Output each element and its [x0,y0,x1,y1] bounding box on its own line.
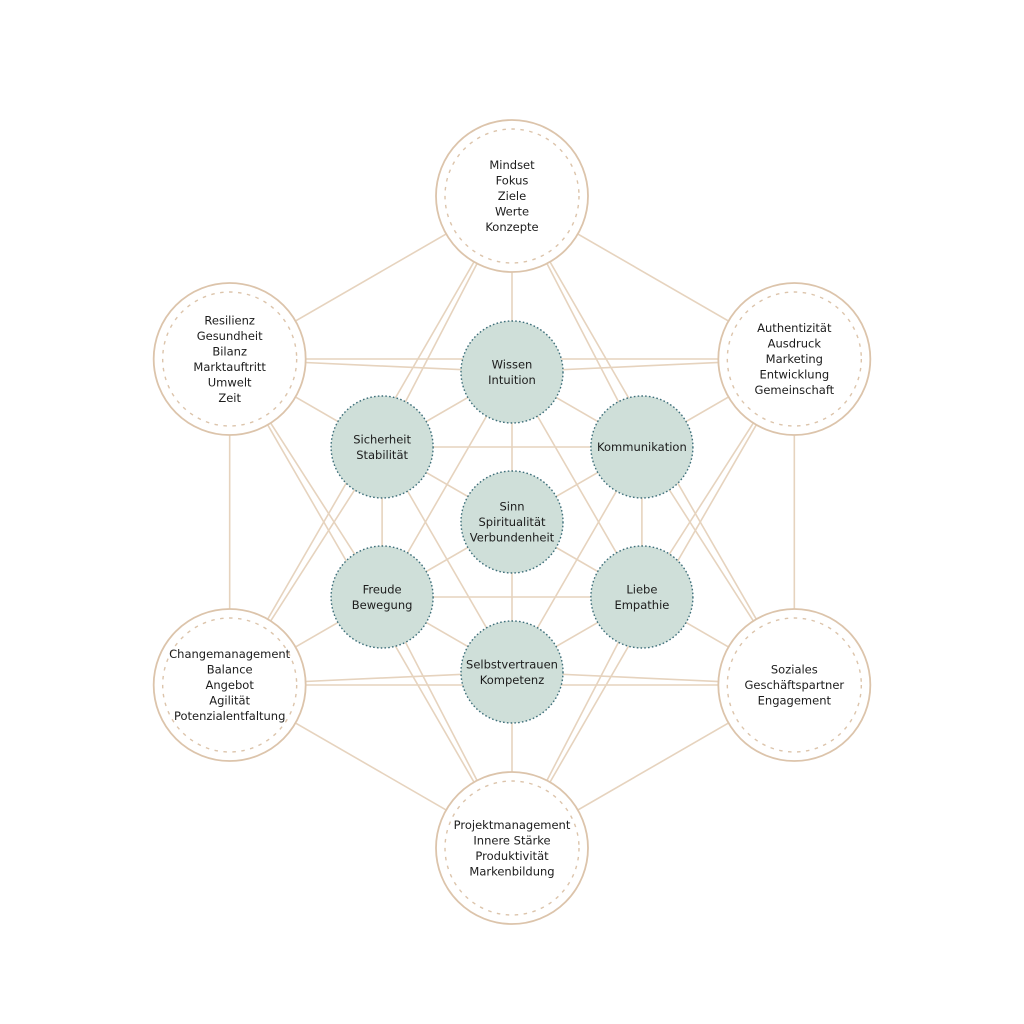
outer-node-top-label: Konzepte [485,220,538,234]
inner-node-upper-right-label: Kommunikation [597,440,687,454]
outer-node-lower-left-label: Balance [207,663,253,677]
outer-node-upper-left: ResilienzGesundheitBilanzMarktauftrittUm… [152,282,307,436]
inner-node-bottom-label: Kompetenz [480,673,545,687]
outer-node-lower-left-label: Agilität [209,694,250,708]
inner-node-center-label: Verbundenheit [470,531,555,545]
outer-node-ring [717,282,872,436]
inner-node-lower-right-label: Empathie [614,598,669,612]
outer-node-ring [717,608,872,762]
outer-node-top-label: Werte [495,205,529,219]
outer-node-ring [152,608,307,762]
outer-node-dashed-ring [726,617,863,753]
outer-node-top-label: Ziele [498,189,526,203]
inner-node-bottom-label: Selbstvertrauen [466,657,558,671]
outer-node-bottom-label: Markenbildung [469,864,554,878]
inner-node-upper-left-label: Stabilität [356,448,408,462]
outer-node-dashed-ring [726,291,863,427]
outer-node-lower-left-label: Angebot [205,678,254,692]
inner-node-circle [330,545,434,649]
outer-node-lower-right-label: Engagement [758,694,832,708]
inner-node-center-label: Spiritualität [478,515,546,529]
outer-node-lower-left-label: Changemanagement [169,647,291,661]
inner-node-upper-right: Kommunikation [590,395,694,499]
outer-node-dashed-ring [444,128,580,264]
outer-node-upper-left-label: Bilanz [212,344,247,358]
outer-node-bottom-label: Projektmanagement [454,818,571,832]
inner-node-lower-left-label: Freude [363,582,402,596]
outer-node-upper-right-label: Entwicklung [759,368,829,382]
inner-node-circle [460,620,564,724]
outer-node-lower-left-label: Potenzialentfaltung [174,709,285,723]
outer-node-top-label: Fokus [496,174,529,188]
inner-node-upper-left-label: Sicherheit [353,432,411,446]
outer-node-top-label: Mindset [489,158,535,172]
outer-node-dashed-ring [161,291,298,427]
outer-node-upper-right-label: Marketing [766,352,823,366]
outer-node-upper-right: AuthentizitätAusdruckMarketingEntwicklun… [717,282,872,436]
outer-node-upper-left-label: Zeit [218,391,241,405]
outer-node-ring [152,282,307,436]
inner-node-top-label: Intuition [488,373,536,387]
inner-node-circle [590,395,694,499]
inner-nodes: WissenIntuitionKommunikationLiebeEmpathi… [330,320,694,724]
inner-node-circle [460,320,564,424]
inner-node-circle [590,545,694,649]
outer-node-upper-right-label: Ausdruck [768,337,822,351]
outer-node-ring [435,119,589,273]
outer-node-lower-right-label: Geschäftspartner [744,678,844,692]
outer-node-upper-left-label: Umwelt [208,375,252,389]
inner-node-circle [330,395,434,499]
outer-node-dashed-ring [444,780,580,916]
outer-node-lower-right-label: Soziales [771,663,818,677]
inner-node-circle [460,470,564,574]
outer-node-bottom-label: Produktivität [475,849,549,863]
inner-node-top-label: Wissen [492,357,533,371]
inner-node-lower-right-label: Liebe [626,582,657,596]
outer-node-upper-right-label: Authentizität [757,321,832,335]
outer-node-upper-left-label: Resilienz [204,313,255,327]
outer-node-upper-left-label: Marktauftritt [193,360,266,374]
outer-nodes: MindsetFokusZieleWerteKonzepteAuthentizi… [152,119,872,925]
inner-node-lower-left-label: Bewegung [352,598,413,612]
outer-node-lower-left: ChangemanagementBalanceAngebotAgilitätPo… [152,608,307,762]
outer-node-upper-left-label: Gesundheit [197,329,263,343]
inner-node-center-label: Sinn [499,500,524,514]
outer-node-ring [435,771,589,925]
outer-node-bottom-label: Innere Stärke [473,833,550,847]
outer-node-upper-right-label: Gemeinschaft [754,383,834,397]
outer-node-dashed-ring [161,617,298,753]
